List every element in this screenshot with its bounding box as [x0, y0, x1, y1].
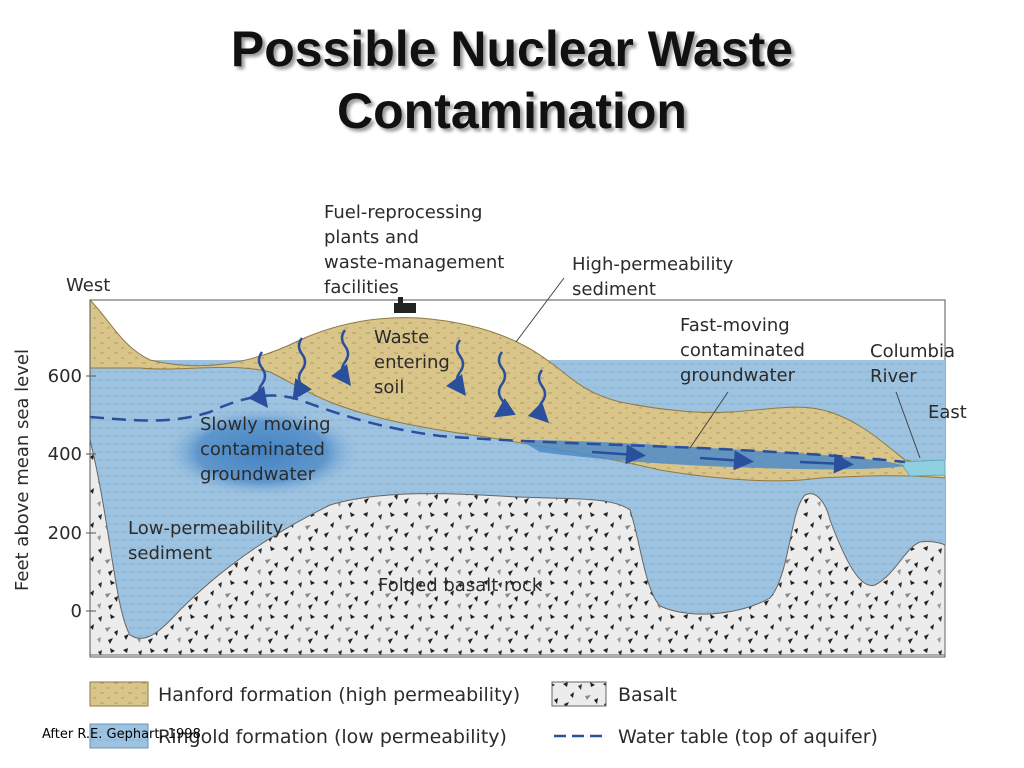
fast-moving-leader-line	[689, 391, 729, 449]
slowly-moving-label-line2: contaminated	[200, 439, 325, 460]
west-label: West	[66, 275, 110, 296]
flow-arrow	[799, 453, 854, 474]
columbia-label-line2: River	[870, 366, 917, 387]
facility-building-icon	[394, 297, 416, 313]
hanford-formation-layer	[89, 298, 946, 482]
y-tick-600: 600	[48, 366, 82, 387]
y-tick-200: 200	[48, 523, 82, 544]
fast-moving-label-line1: Fast-moving	[680, 315, 790, 336]
waste-soil-label-line2: entering	[374, 352, 450, 373]
legend-ringold-label: Ringold formation (low permeability)	[158, 726, 507, 748]
slowly-moving-label-line1: Slowly moving	[200, 414, 331, 435]
slide-title: Possible Nuclear Waste Contamination	[0, 18, 1024, 142]
facilities-label-line4: facilities	[324, 277, 399, 298]
basalt-layer	[89, 439, 946, 656]
y-tick-0: 0	[71, 601, 82, 622]
waste-seepage-arrows	[248, 329, 550, 424]
flow-arrow	[699, 450, 754, 471]
fast-moving-label-line2: contaminated	[680, 340, 805, 361]
waste-soil-label-line1: Waste	[374, 327, 429, 348]
legend-swatch-ringold	[89, 723, 149, 749]
legend-water-table-label: Water table (top of aquifer)	[618, 726, 878, 748]
facilities-label-line1: Fuel-reprocessing	[324, 202, 482, 223]
facilities-label-line2: plants and	[324, 227, 419, 248]
columbia-leader-line	[895, 391, 921, 459]
title-line-2: Contamination	[337, 83, 687, 139]
legend: Hanford formation (high permeability) Ri…	[89, 681, 878, 749]
fast-moving-label-line3: groundwater	[680, 365, 796, 386]
low-perm-label-line2: sediment	[128, 543, 212, 564]
basalt-rock-label: Folded basalt rock	[378, 575, 543, 596]
source-credit: After R.E. Gephart, 1998	[42, 727, 201, 742]
east-label: East	[928, 402, 967, 423]
waste-soil-label-line3: soil	[374, 377, 404, 398]
facilities-label-line3: waste-management	[324, 252, 504, 273]
legend-swatch-hanford	[89, 681, 149, 707]
y-axis: 600 400 200 0 Feet above mean sea level	[12, 300, 96, 657]
flow-arrow	[591, 444, 646, 465]
low-perm-label-line1: Low-permeability	[128, 518, 284, 539]
title-line-1: Possible Nuclear Waste	[230, 21, 794, 77]
legend-hanford-label: Hanford formation (high permeability)	[158, 684, 520, 706]
high-perm-label-line1: High-permeability	[572, 254, 734, 275]
legend-basalt-label: Basalt	[618, 684, 677, 706]
slowly-moving-plume	[162, 406, 362, 498]
columbia-river	[899, 459, 946, 477]
legend-swatch-basalt	[551, 681, 607, 707]
high-perm-leader-line	[515, 277, 565, 343]
columbia-label-line1: Columbia	[870, 341, 955, 362]
high-perm-label-line2: sediment	[572, 279, 656, 300]
y-tick-400: 400	[48, 444, 82, 465]
slowly-moving-label-line3: groundwater	[200, 464, 316, 485]
y-axis-label: Feet above mean sea level	[12, 349, 33, 591]
